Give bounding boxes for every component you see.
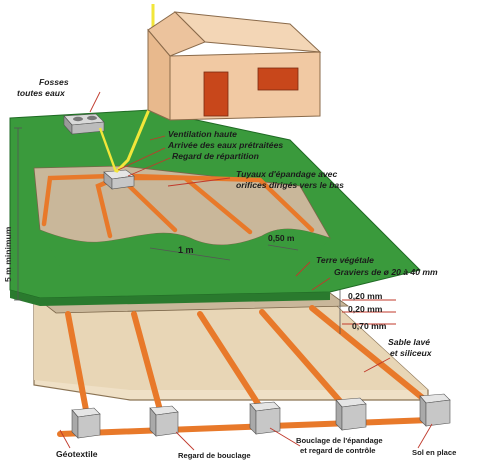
label-bouclage-2: et regard de contrôle bbox=[300, 446, 376, 455]
leader-lines bbox=[59, 91, 433, 451]
label-tuyaux-2: orifices dirigés vers le bas bbox=[236, 180, 344, 190]
label-sable-2: et siliceux bbox=[390, 348, 432, 358]
label-toutes-eaux: toutes eaux bbox=[17, 88, 65, 98]
label-fosses: Fosses bbox=[39, 77, 69, 87]
arrival-pipe bbox=[98, 127, 118, 173]
label-zero-50-m: 0,50 m bbox=[268, 233, 295, 243]
label-070-mm: 0,70 mm bbox=[352, 321, 387, 331]
label-020-mm-a: 0,20 mm bbox=[348, 291, 383, 301]
label-regard-bouclage: Regard de bouclage bbox=[178, 451, 251, 460]
label-sable-1: Sable lavé bbox=[388, 337, 431, 347]
house bbox=[147, 11, 322, 121]
label-ventilation: Ventilation haute bbox=[168, 129, 237, 139]
deep-pipes bbox=[65, 305, 433, 413]
label-terre-vegetale: Terre végétale bbox=[316, 255, 374, 265]
inspection-boxes bbox=[71, 393, 451, 439]
label-020-mm-b: 0,20 mm bbox=[348, 304, 383, 314]
sand-top-shade bbox=[34, 302, 428, 390]
label-regard-repartition: Regard de répartition bbox=[172, 151, 259, 161]
label-sol-en-place: Sol en place bbox=[412, 448, 457, 457]
collecting-pipe bbox=[57, 417, 433, 437]
label-un-m: 1 m bbox=[178, 245, 194, 255]
fosse-tank bbox=[63, 113, 105, 135]
grass-wave bbox=[40, 229, 330, 266]
label-graviers: Graviers de ø 20 à 40 mm bbox=[334, 267, 438, 277]
regard-repartition-box bbox=[103, 169, 135, 190]
label-arrivee: Arrivée des eaux prétraitées bbox=[168, 140, 284, 150]
label-cinq-m-minimum: 5 m minimum bbox=[3, 226, 13, 282]
label-bouclage-1: Bouclage de l'épandage bbox=[296, 436, 383, 445]
grass-front-face bbox=[10, 290, 330, 306]
dimension-lines bbox=[14, 127, 341, 334]
label-geotextile: Géotextile bbox=[56, 449, 98, 459]
label-tuyaux-1: Tuyaux d'épandage avec bbox=[236, 169, 338, 179]
